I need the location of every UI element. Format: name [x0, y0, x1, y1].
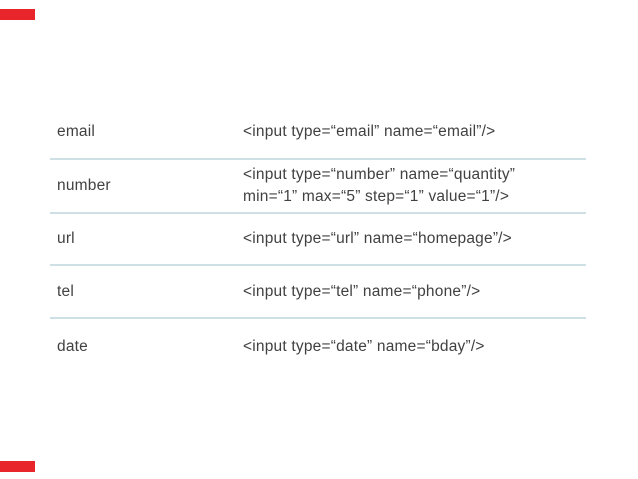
input-type-label: date [57, 338, 88, 355]
input-type-label: url [57, 230, 75, 247]
input-code-snippet: <input type=“number” name=“quantity” min… [243, 164, 586, 208]
red-accent-bar-bottom [0, 461, 35, 472]
input-code-snippet: <input type=“url” name=“homepage”/> [243, 228, 586, 250]
input-types-table: email <input type=“email” name=“email”/>… [50, 105, 586, 375]
code-line: <input type=“date” name=“bday”/> [243, 338, 485, 355]
input-code-snippet: <input type=“tel” name=“phone”/> [243, 281, 586, 303]
input-type-label: email [57, 122, 96, 140]
input-type-label: number [57, 177, 111, 194]
table-row: tel <input type=“tel” name=“phone”/> [50, 266, 586, 319]
table-row: email <input type=“email” name=“email”/> [50, 105, 586, 160]
input-type-label: tel [57, 282, 74, 300]
code-line: <input type=“tel” name=“phone”/> [243, 282, 481, 300]
code-line: <input type=“email” name=“email”/> [243, 122, 496, 140]
table-row: date <input type=“date” name=“bday”/> [50, 319, 586, 375]
code-line: <input type=“url” name=“homepage”/> [243, 230, 512, 247]
code-line: <input type=“number” name=“quantity” [243, 166, 516, 183]
input-code-snippet: <input type=“email” name=“email”/> [243, 121, 586, 143]
input-code-snippet: <input type=“date” name=“bday”/> [243, 336, 586, 358]
table-row: number <input type=“number” name=“quanti… [50, 160, 586, 214]
table-row: url <input type=“url” name=“homepage”/> [50, 214, 586, 266]
red-accent-bar-top [0, 9, 35, 20]
code-line: min=“1” max=“5” step=“1” value=“1”/> [243, 188, 510, 205]
